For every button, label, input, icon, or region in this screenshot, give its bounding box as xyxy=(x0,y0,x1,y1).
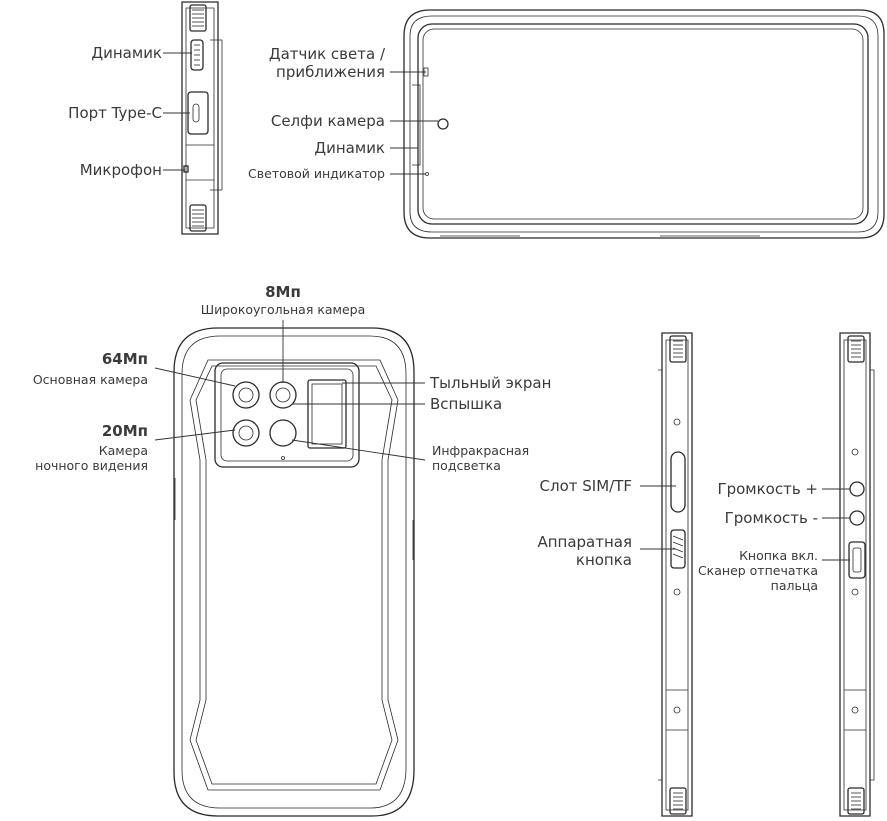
power-fingerprint-button xyxy=(848,541,866,579)
phone-left-side-view xyxy=(658,332,693,817)
label-rear-screen: Тыльный экран xyxy=(430,374,552,392)
label-light-sensor: Датчик света / приближения xyxy=(268,45,385,81)
main-camera-lens xyxy=(232,381,260,409)
sim-tray xyxy=(670,451,686,513)
night-camera-lens xyxy=(232,419,260,447)
rear-screen-window xyxy=(307,379,347,449)
label-volume-down: Громкость - xyxy=(724,509,818,527)
phone-bottom-edge-view xyxy=(181,1,223,235)
volume-up-button xyxy=(849,481,865,497)
label-speaker-side: Динамик xyxy=(91,44,162,62)
usb-c-port xyxy=(187,91,209,135)
label-main-camera: Основная камера xyxy=(32,372,148,387)
label-power-button: Кнопка вкл. Сканер отпечатка пальца xyxy=(697,548,818,593)
label-flash: Вспышка xyxy=(430,395,503,413)
label-night-mp: 20Мп xyxy=(101,422,148,440)
label-night-camera: Камера ночного видения xyxy=(35,443,148,473)
phone-right-side-view xyxy=(839,332,875,817)
phone-front-view xyxy=(403,9,885,239)
leader-lines xyxy=(154,52,850,561)
label-volume-up: Громкость + xyxy=(717,480,818,498)
label-speaker-front: Динамик xyxy=(314,139,385,157)
flash-dot xyxy=(281,456,285,460)
label-hw-button: Аппаратная кнопка xyxy=(537,533,632,569)
volume-down-button xyxy=(849,510,865,526)
label-main-mp: 64Мп xyxy=(101,350,148,368)
phone-back-view xyxy=(173,327,415,817)
selfie-camera-lens xyxy=(437,118,449,130)
label-selfie-camera: Селфи камера xyxy=(270,112,385,130)
label-ir-light: Инфракрасная подсветка xyxy=(432,443,530,473)
microphone-hole xyxy=(183,165,189,173)
label-wide-camera: Широкоугольная камера xyxy=(200,302,366,317)
front-screen xyxy=(417,23,869,225)
ir-light-lens xyxy=(269,419,297,447)
label-wide-mp: 8Мп xyxy=(265,283,301,301)
label-sim-slot: Слот SIM/TF xyxy=(539,477,632,495)
label-usb-port: Порт Type-C xyxy=(68,104,162,122)
camera-module xyxy=(214,362,360,468)
side-speaker-grille xyxy=(190,39,204,71)
label-microphone: Микрофон xyxy=(79,161,162,179)
label-led-indicator: Световой индикатор xyxy=(248,166,385,181)
